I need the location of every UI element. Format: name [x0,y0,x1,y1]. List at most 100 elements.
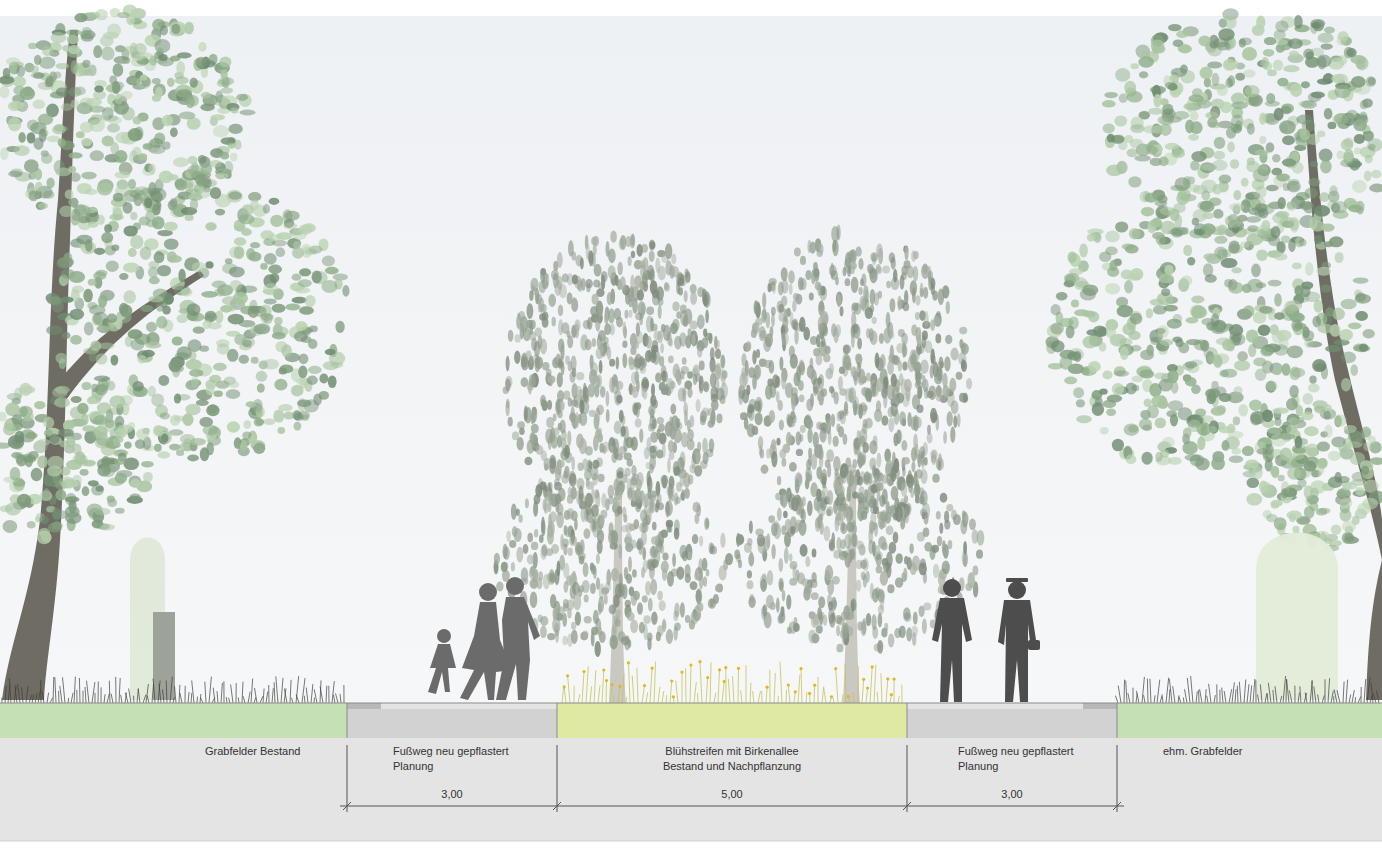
tree-leaves [1200,164,1217,171]
tree-leaves [176,450,184,456]
tree-leaves [1076,415,1091,423]
tree-leaves [1286,425,1297,435]
tree-leaves [52,507,61,520]
tree-leaves [260,263,267,270]
tree-leaves [1277,78,1288,87]
tree-leaves [66,437,76,448]
tree-leaves [209,160,222,168]
tree-leaves [75,205,91,219]
tree-leaves [1107,134,1115,143]
tree-leaves [94,508,110,516]
tree-leaves [239,355,249,364]
tree-leaves [1201,190,1210,200]
tree-leaves [168,255,182,263]
tree-leaves [279,365,293,374]
tree-leaves [1275,21,1288,33]
tree-leaves [1175,177,1191,191]
tree-leaves [284,412,295,420]
tree-leaves [1074,309,1089,316]
tree-leaves [1120,346,1129,360]
tree-leaves [1216,405,1226,413]
tree-leaves [1168,24,1182,31]
tree-leaves [1259,112,1266,124]
tree-leaves [94,248,105,255]
tree-leaves [3,68,10,79]
tree-leaves [336,321,345,333]
tree-leaves [1237,215,1247,222]
tree-leaves [1280,448,1292,462]
tree-leaves [201,92,212,99]
tree-leaves [1246,329,1259,342]
tree-leaves [1139,71,1148,78]
tree-leaves [39,57,55,69]
tree-leaves [155,87,163,99]
tree-leaves [84,322,94,336]
tree-leaves [1154,125,1163,133]
tree-leaves [1255,186,1266,199]
tree-leaves [1124,81,1136,94]
tree-leaves [210,187,221,199]
tree-leaves [3,520,18,533]
tree-leaves [5,503,21,516]
tree-leaves [1329,185,1337,196]
tree-leaves [70,198,78,208]
tree-leaves [1258,325,1271,336]
tree-leaves [1212,73,1220,86]
tree-leaves [1156,235,1167,245]
tree-leaves [1274,312,1285,320]
tree-leaves [128,128,143,141]
tree-leaves [1176,31,1188,39]
tree-leaves [228,124,242,134]
tree-leaves [1249,400,1262,411]
tree-leaves [213,125,229,137]
tree-leaves [1367,138,1382,151]
tree-leaves [174,394,181,404]
tree-leaves [253,306,267,317]
tree-leaves [1112,439,1124,452]
tree-leaves [263,204,270,214]
tree-leaves [1092,402,1104,416]
tree-leaves [234,246,245,259]
tree-leaves [1155,418,1166,429]
tree-leaves [270,215,283,227]
tree-leaves [1087,229,1104,235]
tree-leaves [1066,325,1075,338]
tree-leaves [301,244,311,254]
tree-leaves [59,206,74,218]
tree-leaves [215,209,225,216]
tree-leaves [1082,368,1089,376]
tree-leaves [37,456,48,469]
tree-leaves [313,393,322,405]
tree-leaves [1256,16,1265,30]
tree-leaves [39,129,47,143]
tree-leaves [1301,81,1310,88]
tree-leaves [1230,159,1239,169]
tree-leaves [93,272,106,281]
tree-leaves [220,69,227,79]
tree-leaves [1316,508,1328,515]
tree-leaves [1228,282,1244,294]
tree-leaves [1350,364,1358,376]
tree-leaves [1187,257,1195,265]
tree-leaves [1309,217,1317,229]
tree-leaves [176,61,185,75]
tree-leaves [94,426,108,439]
tree-leaves [101,47,115,61]
tree-leaves [1167,370,1178,384]
tree-leaves [1155,452,1162,462]
tree-leaves [291,385,304,397]
tree-leaves [263,419,275,425]
tree-leaves [1247,123,1255,135]
tree-leaves [1088,311,1099,322]
tree-leaves [112,206,121,214]
tree-leaves [1223,59,1236,71]
tree-leaves [1192,307,1208,318]
tree-leaves [205,311,216,319]
tree-leaves [42,45,53,56]
tree-leaves [206,384,215,396]
tree-leaves [1168,400,1183,411]
tree-leaves [220,152,229,160]
tree-leaves [1342,521,1356,532]
tree-leaves [24,89,34,96]
tree-leaves [3,423,16,435]
